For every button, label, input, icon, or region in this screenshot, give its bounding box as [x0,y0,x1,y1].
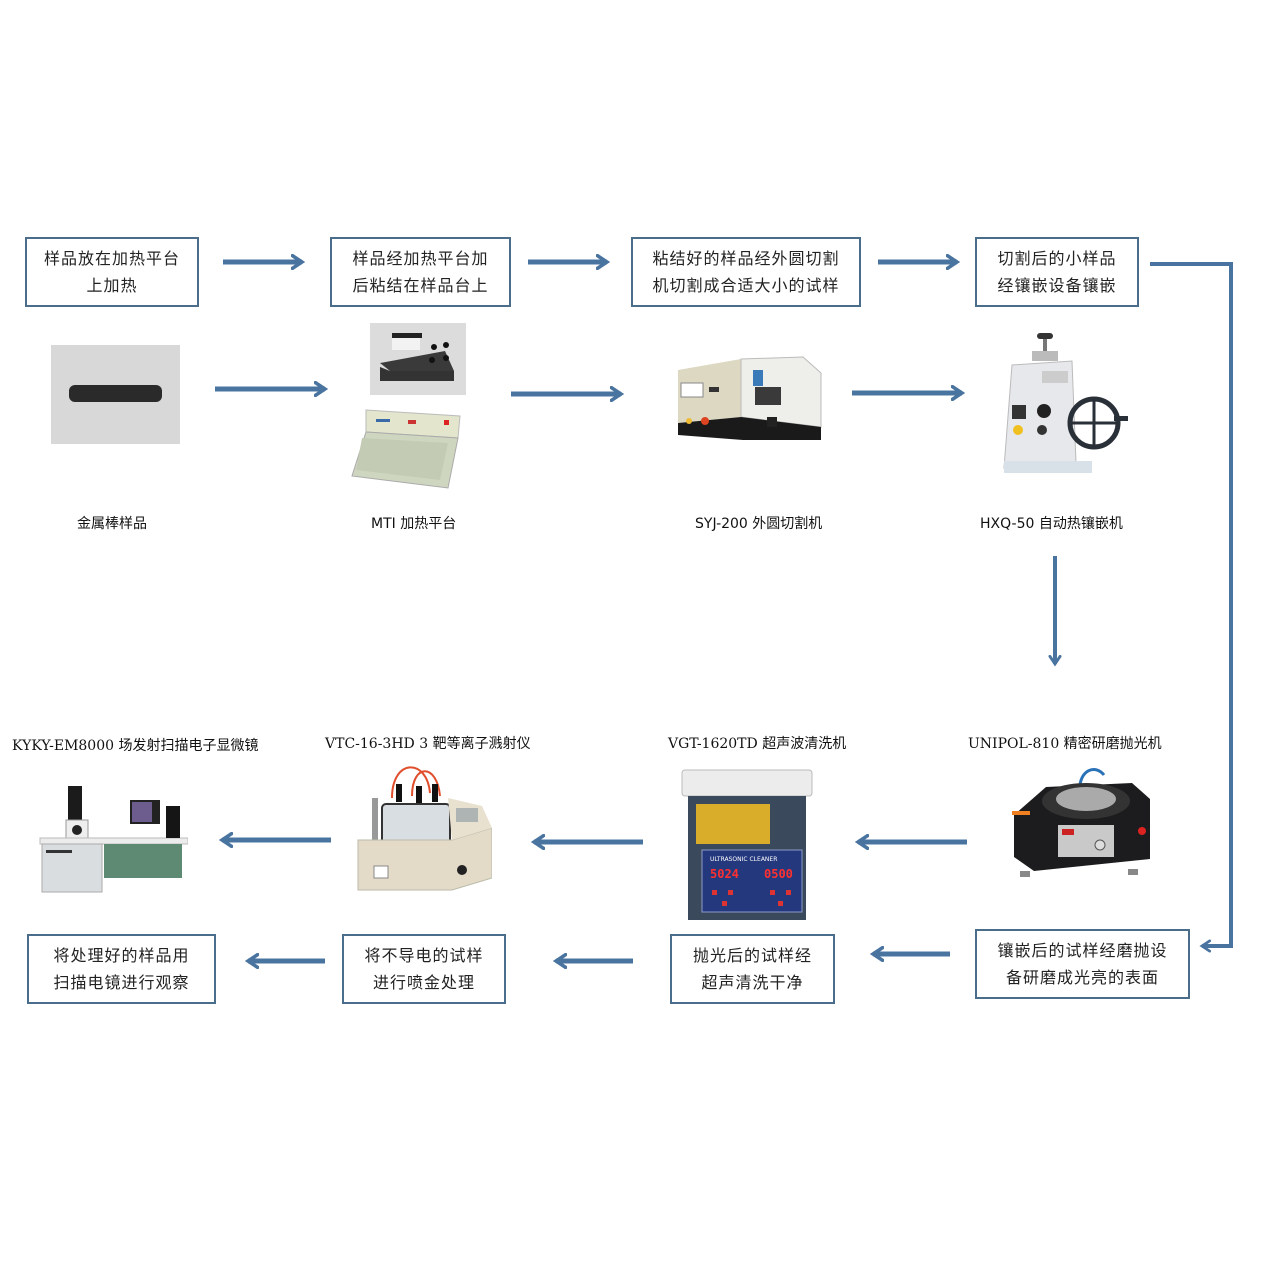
label-metal-rod-sample: 金属棒样品 [77,516,147,532]
step-6-box: 抛光后的试样经 超声清洗干净 [670,934,835,1004]
ultrasonic-cleaner-icon: ULTRASONIC CLEANER 5024 0500 [681,769,813,920]
label-ultrasonic-cleaner: VGT-1620TD 超声波清洗机 [668,736,847,752]
label-polishing-machine: UNIPOL-810 精密研磨抛光机 [968,736,1162,752]
step-7-box: 将不导电的试样 进行喷金处理 [342,934,506,1004]
ultrasonic-display-right: 0500 [764,867,793,881]
label-sputter-coater: VTC-16-3HD 3 靶等离子溅射仪 [325,736,531,752]
step-1-text: 样品放在加热平台 上加热 [43,249,180,295]
label-cutting-machine: SYJ-200 外圆切割机 [695,516,823,532]
step-5-text: 镶嵌后的试样经磨抛设 备研磨成光亮的表面 [997,941,1168,987]
label-sem-microscope: KYKY-EM8000 场发射扫描电子显微镜 [12,738,259,754]
sputter-coater-icon [357,766,492,891]
arrow-step4-step5 [1150,262,1233,946]
step-6-text: 抛光后的试样经 超声清洗干净 [692,946,812,992]
step-2-text: 样品经加热平台加 后粘结在样品台上 [352,249,489,295]
cutting-machine-icon [678,356,822,440]
ultrasonic-brand: ULTRASONIC CLEANER [710,856,777,863]
sem-microscope-icon [39,786,188,893]
mounting-press-icon [1003,333,1128,473]
sample-holder-icon [370,323,466,395]
label-heating-platform: MTI 加热平台 [371,516,457,532]
label-mounting-press: HXQ-50 自动热镶嵌机 [980,516,1123,532]
heating-platform-icon [351,409,461,489]
metal-rod-sample-icon [51,345,180,444]
step-5-box: 镶嵌后的试样经磨抛设 备研磨成光亮的表面 [975,929,1190,999]
step-4-box: 切割后的小样品 经镶嵌设备镶嵌 [975,237,1139,307]
ultrasonic-display-left: 5024 [710,867,739,881]
step-8-text: 将处理好的样品用 扫描电镜进行观察 [53,946,190,992]
polishing-machine-icon [1012,768,1150,877]
step-8-box: 将处理好的样品用 扫描电镜进行观察 [27,934,216,1004]
step-3-box: 粘结好的样品经外圆切割 机切割成合适大小的试样 [631,237,861,307]
step-3-text: 粘结好的样品经外圆切割 机切割成合适大小的试样 [652,249,840,295]
step-1-box: 样品放在加热平台 上加热 [25,237,199,307]
step-7-text: 将不导电的试样 进行喷金处理 [364,946,484,992]
step-2-box: 样品经加热平台加 后粘结在样品台上 [330,237,511,307]
step-4-text: 切割后的小样品 经镶嵌设备镶嵌 [997,249,1117,295]
